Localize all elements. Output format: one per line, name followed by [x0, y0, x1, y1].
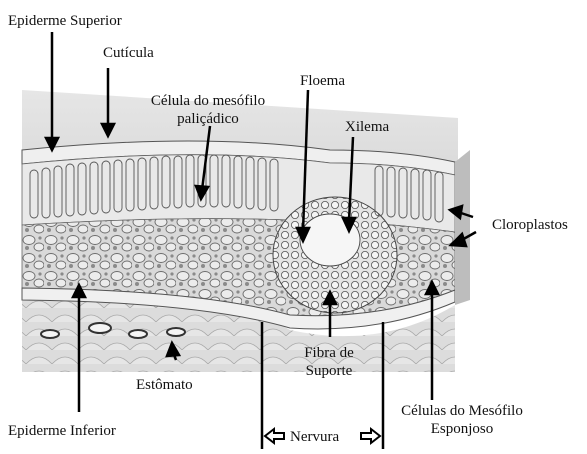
label-nervura: Nervura — [290, 428, 339, 446]
label-cloroplastos: Cloroplastos — [492, 216, 568, 234]
label-mesofilo-palicadico-line1: Célula do mesófilo — [128, 92, 288, 110]
label-mesofilo-esponjoso: Células do Mesófilo Esponjoso — [372, 402, 552, 438]
label-mesofilo-palicadico: Célula do mesófilo paliçádico — [128, 92, 288, 128]
label-cuticula: Cutícula — [103, 44, 154, 62]
label-fibra-suporte-line1: Fibra de — [282, 344, 376, 362]
label-floema: Floema — [300, 72, 345, 90]
label-estomato: Estômato — [136, 376, 193, 394]
label-fibra-suporte: Fibra de Suporte — [282, 344, 376, 380]
label-mesofilo-esponjoso-line2: Esponjoso — [372, 420, 552, 438]
label-epiderme-superior: Epiderme Superior — [8, 12, 122, 30]
label-fibra-suporte-line2: Suporte — [282, 362, 376, 380]
label-mesofilo-esponjoso-line1: Células do Mesófilo — [372, 402, 552, 420]
label-mesofilo-palicadico-line2: paliçádico — [128, 110, 288, 128]
label-epiderme-inferior: Epiderme Inferior — [8, 422, 116, 440]
label-xilema: Xilema — [345, 118, 389, 136]
